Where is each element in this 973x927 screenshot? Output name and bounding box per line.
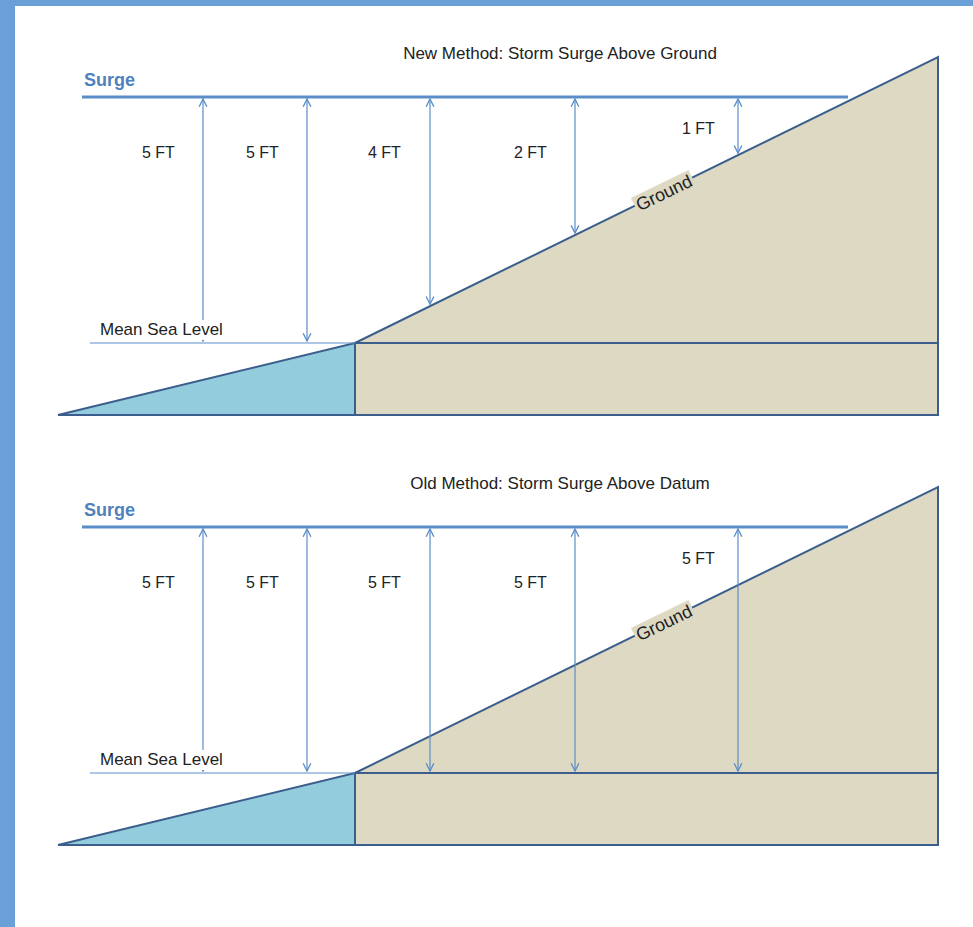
surge-line (82, 96, 848, 99)
sea-level-label: Mean Sea Level (98, 750, 225, 770)
depth-arrow (306, 99, 307, 341)
surge-label: Surge (82, 500, 137, 521)
mean-sea-level-line (90, 343, 355, 344)
depth-label: 5 FT (244, 574, 281, 592)
frame-bar (0, 0, 15, 927)
depth-arrow (202, 529, 203, 771)
panel-title: Old Method: Storm Surge Above Datum (408, 474, 712, 494)
surge-line (82, 526, 848, 529)
sea-level-line (355, 772, 938, 774)
depth-label: 5 FT (140, 144, 177, 162)
depth-label: 5 FT (680, 550, 717, 568)
depth-arrow (429, 99, 430, 304)
depth-label: 5 FT (366, 574, 403, 592)
panel-title: New Method: Storm Surge Above Ground (401, 44, 719, 64)
base-line (58, 414, 938, 416)
water (58, 343, 355, 415)
depth-label: 2 FT (512, 144, 549, 162)
surge-label: Surge (82, 70, 137, 91)
depth-arrow (737, 529, 738, 771)
sea-level-label: Mean Sea Level (98, 320, 225, 340)
depth-label: 5 FT (512, 574, 549, 592)
depth-label: 1 FT (680, 120, 717, 138)
sea-level-line (355, 342, 938, 344)
depth-arrow (574, 99, 575, 233)
depth-arrow (574, 529, 575, 771)
depth-arrow (306, 529, 307, 771)
ground-slope (355, 487, 938, 845)
base-line (58, 844, 938, 846)
ground-slope (355, 57, 938, 415)
depth-arrow (429, 529, 430, 771)
depth-label: 5 FT (140, 574, 177, 592)
depth-label: 5 FT (244, 144, 281, 162)
frame-bar (0, 0, 973, 6)
depth-arrow (202, 99, 203, 341)
depth-arrow (737, 99, 738, 153)
water (58, 773, 355, 845)
depth-label: 4 FT (366, 144, 403, 162)
mean-sea-level-line (90, 773, 355, 774)
